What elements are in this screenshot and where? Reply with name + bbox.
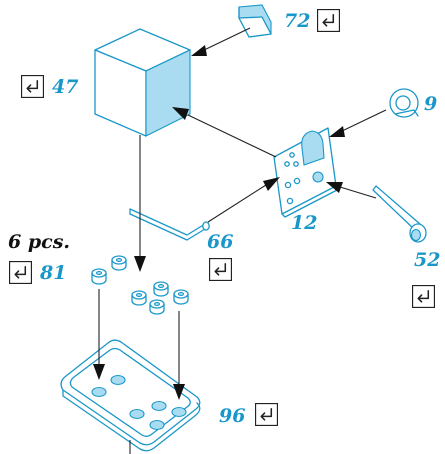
part-number-47: 47	[52, 76, 78, 98]
return-arrow-icon[interactable]	[317, 9, 340, 32]
pin-part	[372, 185, 427, 243]
cap	[131, 290, 147, 306]
caps-part-group	[91, 255, 189, 315]
cap	[149, 299, 165, 315]
label-72: 72	[284, 9, 340, 32]
label-66: 66	[207, 231, 233, 281]
part-number-66: 66	[207, 231, 233, 253]
part-number-96: 96	[219, 405, 245, 427]
leader-lines	[93, 27, 387, 454]
return-arrow-icon[interactable]	[209, 258, 232, 281]
return-arrow-icon[interactable]	[412, 285, 435, 308]
label-47: 47	[21, 75, 78, 98]
quantity-label: 6 pcs.	[8, 231, 70, 253]
mounting-plate-part	[273, 127, 340, 218]
return-arrow-icon[interactable]	[255, 403, 278, 426]
label-52: 52	[412, 249, 440, 308]
cap	[111, 255, 127, 271]
part-number-12: 12	[291, 212, 317, 234]
part-number-52: 52	[414, 249, 440, 271]
part-number-9: 9	[424, 93, 437, 115]
bracket-part	[238, 4, 272, 38]
cap	[153, 281, 169, 297]
return-arrow-icon[interactable]	[21, 75, 44, 98]
label-81: 6 pcs. 81	[8, 231, 70, 284]
ring-clip-part	[389, 88, 419, 118]
return-arrow-icon[interactable]	[9, 261, 32, 284]
cube-part	[94, 28, 191, 137]
part-number-81: 81	[39, 262, 66, 284]
part-number-72: 72	[284, 10, 310, 32]
cap	[173, 289, 189, 305]
label-9: 9	[424, 93, 437, 115]
label-12: 12	[291, 212, 317, 234]
label-96: 96	[219, 403, 278, 427]
cap	[91, 268, 107, 285]
rod-part	[129, 208, 210, 241]
